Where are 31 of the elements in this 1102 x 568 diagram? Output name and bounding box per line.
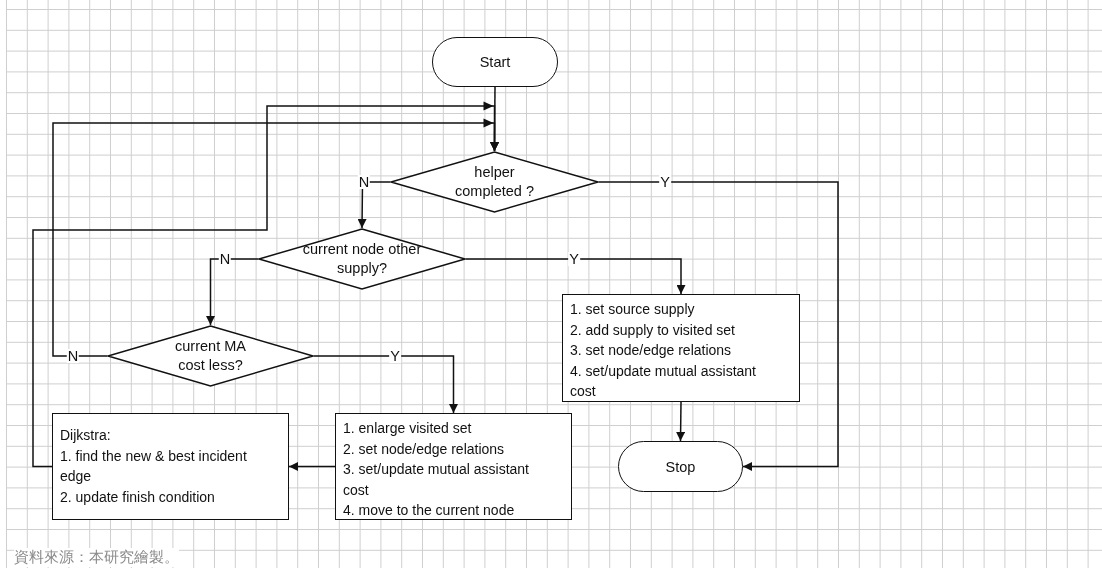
step-text: 4. set/update mutual assistant cost (570, 361, 757, 401)
terminal-shape (618, 441, 743, 492)
edge-label: N (66, 349, 80, 363)
edge-label: Y (659, 175, 671, 189)
process-box (335, 413, 572, 520)
decision-diamond (390, 151, 599, 213)
step-text: 1. enlarge visited set (343, 419, 473, 438)
edge-label: Y (568, 252, 580, 266)
step-text: 2. update finish condition (60, 487, 216, 507)
terminal-text: Start (479, 54, 511, 70)
process-box (562, 294, 800, 402)
edge-label: N (218, 252, 232, 266)
decision-text: current MA cost less? (174, 337, 247, 375)
step-text: 2. set node/edge relations (343, 439, 506, 459)
step-text: Dijkstra: (60, 426, 112, 445)
terminal-shape (432, 37, 558, 87)
step-text: 1. find the new & best incident edge (60, 446, 248, 486)
step-text: 1. set source supply (570, 300, 696, 319)
decision-diamond (107, 325, 314, 387)
edge-label: N (357, 175, 371, 189)
source-caption: 資料來源：本研究繪製。 (14, 548, 179, 567)
step-text: 3. set node/edge relations (570, 341, 733, 360)
process-box (52, 413, 289, 520)
step-text: 3. set/update mutual assistant cost (343, 460, 530, 500)
decision-text: helper completed ? (454, 163, 535, 201)
step-text: 4. move to the current node (343, 501, 516, 520)
edge-label: Y (389, 349, 401, 363)
decision-diamond (258, 228, 466, 290)
step-text: 2. add supply to visited set (570, 320, 736, 340)
decision-text: current node other supply? (302, 240, 422, 278)
terminal-text: Stop (665, 458, 696, 475)
